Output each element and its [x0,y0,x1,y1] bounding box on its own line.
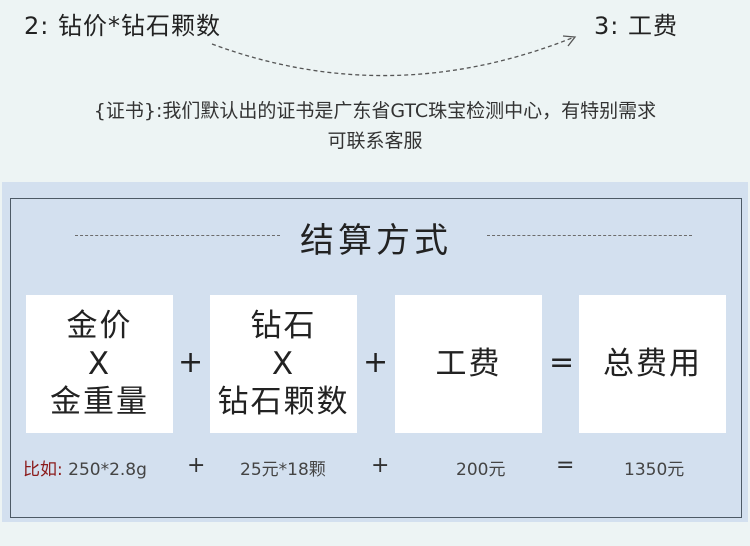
step-3-label: 3: 工费 [594,12,678,40]
certificate-note-line2: 可联系客服 [327,130,423,152]
total-fee-label: 总费用 [603,346,702,382]
labor-fee-label: 工费 [435,346,502,382]
example-plus-sign: + [371,453,390,478]
gold-weight-label: 金重量 [50,384,149,420]
labor-fee-box: 工费 [395,295,542,433]
example-diamond-value: 25元*18颗 [240,460,326,480]
diamond-count-label: 钻石颗数 [217,384,350,420]
title-divider-left [75,235,280,236]
example-label: 比如: [23,460,63,480]
example-equals-sign: = [556,453,575,478]
settlement-panel: 结算方式 金价 X 金重量 + 钻石 X 钻石颗数 + 工费 = 总费用 比如:… [2,182,748,522]
certificate-note-line1: {证书}:我们默认出的证书是广东省GTC珠宝检测中心，有特别需求 [93,100,657,122]
diamond-price-box: 钻石 X 钻石颗数 [210,295,357,433]
certificate-note: {证书}:我们默认出的证书是广东省GTC珠宝检测中心，有特别需求 可联系客服 [20,96,730,156]
example-gold-value: 250*2.8g [68,460,147,480]
example-total-value: 1350元 [624,460,685,480]
plus-sign: + [363,345,389,380]
example-labor-value: 200元 [456,460,506,480]
gold-price-box: 金价 X 金重量 [26,295,173,433]
equals-sign: = [549,345,575,380]
plus-sign: + [178,345,204,380]
section-title: 结算方式 [300,221,452,261]
multiply-sign: X [87,346,112,382]
gold-price-label: 金价 [66,308,133,344]
multiply-sign: X [271,346,296,382]
curved-arrow-icon [211,35,577,77]
total-fee-box: 总费用 [579,295,726,433]
title-divider-right [487,235,692,236]
example-plus-sign: + [187,453,206,478]
diamond-label: 钻石 [250,308,317,344]
settlement-frame: 结算方式 金价 X 金重量 + 钻石 X 钻石颗数 + 工费 = 总费用 比如:… [10,198,742,518]
example-1: 比如: 250*2.8g [23,455,147,480]
step-2-label: 2: 钻价*钻石颗数 [24,12,221,40]
